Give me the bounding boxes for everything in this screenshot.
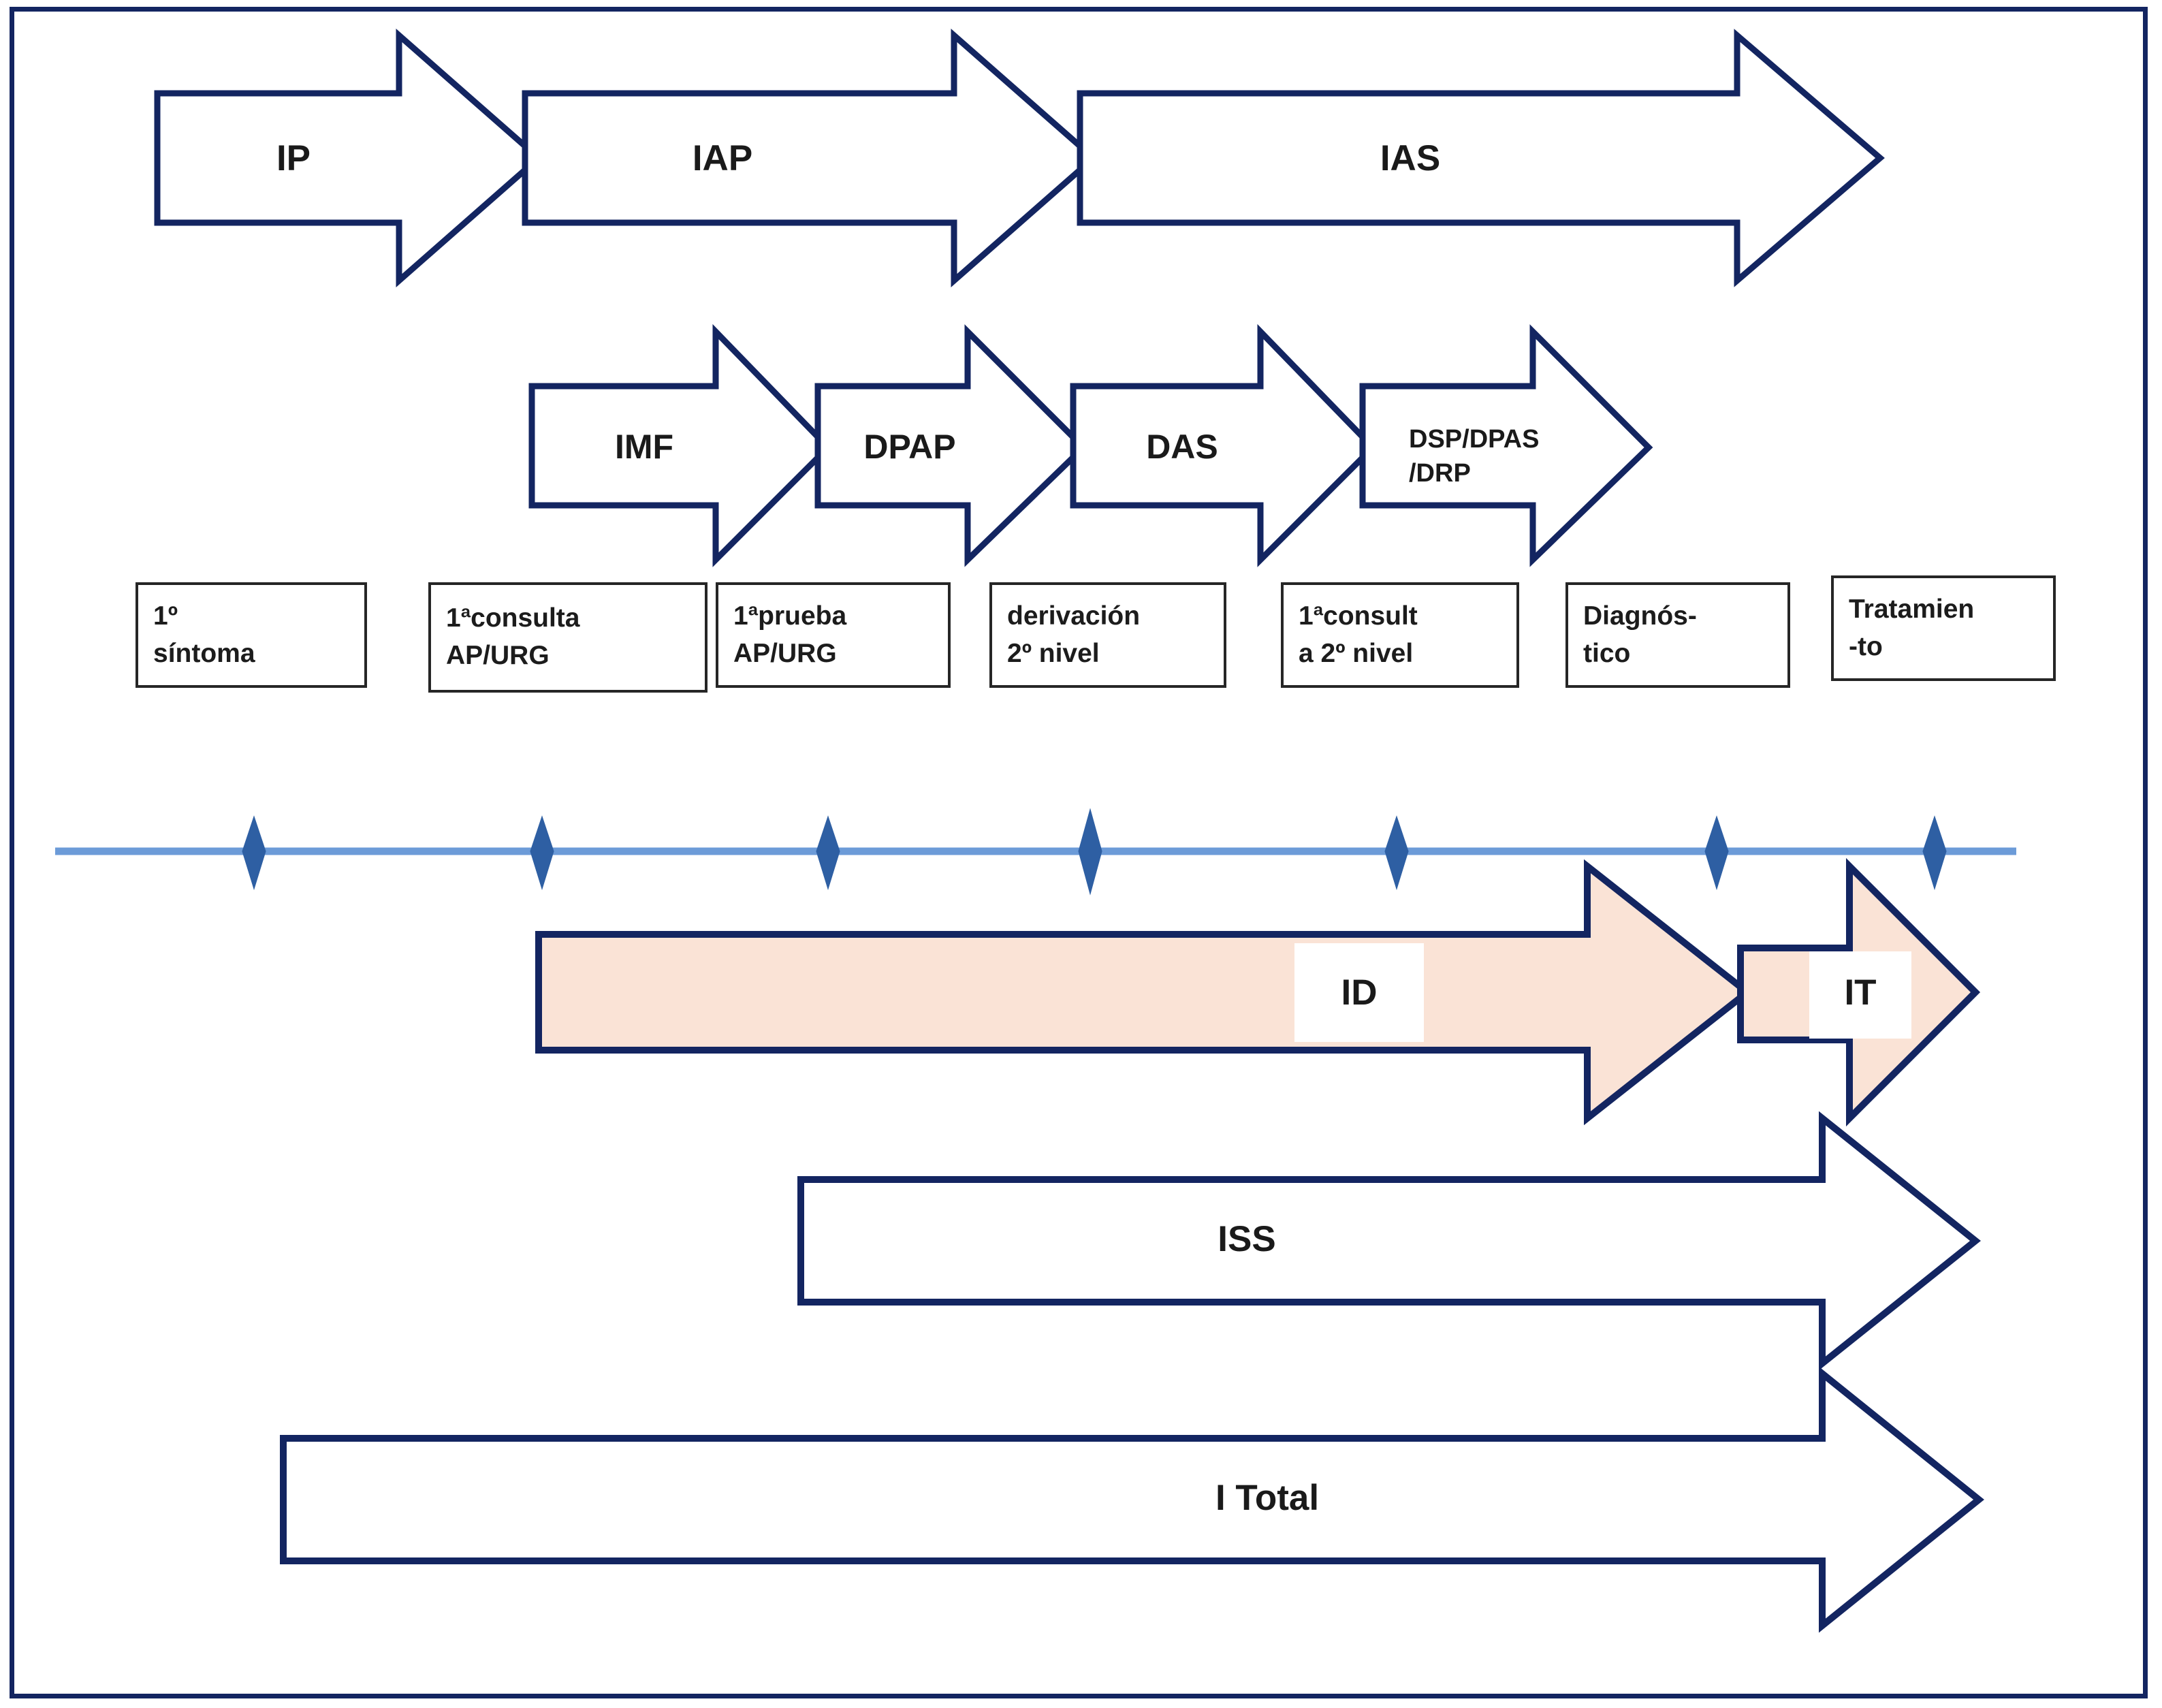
arrow-das[interactable] (1070, 323, 1378, 567)
arrow-iap[interactable] (522, 29, 1098, 287)
milestone-box-sintoma-label: 1º síntoma (153, 601, 255, 668)
diagram-frame: IP IAP IAS IMF DPAP DAS DSP/DPAS /DRP 1º… (10, 7, 2148, 1698)
timeline-marker-2[interactable] (530, 815, 554, 891)
milestone-box-derivacion-label: derivación 2º nivel (1007, 601, 1141, 668)
milestone-box-derivacion[interactable]: derivación 2º nivel (989, 582, 1226, 688)
arrow-ias[interactable] (1077, 29, 1885, 287)
arrow-id-label-plate (1294, 943, 1424, 1042)
timeline-marker-3[interactable] (816, 815, 840, 891)
milestone-box-diagnostico[interactable]: Diagnós- tico (1565, 582, 1790, 688)
arrow-dsp-dpas-drp[interactable] (1359, 324, 1653, 567)
milestone-box-prueba-ap-label: 1ªprueba AP/URG (733, 601, 847, 668)
milestone-box-prueba-ap[interactable]: 1ªprueba AP/URG (716, 582, 951, 688)
arrow-iss[interactable] (797, 1111, 1982, 1371)
milestone-box-sintoma[interactable]: 1º síntoma (136, 582, 367, 688)
arrow-it-label-plate (1809, 951, 1911, 1039)
milestone-box-consulta-ap-label: 1ªconsulta AP/URG (446, 603, 580, 670)
timeline-marker-4[interactable] (1078, 808, 1102, 896)
timeline-marker-7[interactable] (1922, 815, 1947, 891)
arrow-id[interactable] (535, 859, 1753, 1126)
milestone-box-tratamiento-label: Tratamien -to (1849, 594, 1975, 661)
arrow-ip[interactable] (154, 29, 543, 287)
arrow-imf[interactable] (528, 323, 833, 567)
milestone-box-consulta-ap[interactable]: 1ªconsulta AP/URG (428, 582, 708, 693)
timeline-marker-6[interactable] (1704, 815, 1729, 891)
milestone-box-consulta-2n[interactable]: 1ªconsult a 2º nivel (1281, 582, 1519, 688)
milestone-box-diagnostico-label: Diagnós- tico (1583, 601, 1697, 668)
diagram-stage: IP IAP IAS IMF DPAP DAS DSP/DPAS /DRP 1º… (14, 12, 2152, 1703)
milestone-box-tratamiento[interactable]: Tratamien -to (1831, 575, 2056, 681)
milestone-box-consulta-2n-label: 1ªconsult a 2º nivel (1299, 601, 1418, 668)
arrow-dpap[interactable] (814, 324, 1088, 567)
timeline-marker-5[interactable] (1384, 815, 1409, 891)
timeline-marker-1[interactable] (242, 815, 266, 891)
diagram-vector-layer (14, 12, 2152, 1703)
arrow-i-total[interactable] (280, 1366, 1984, 1633)
